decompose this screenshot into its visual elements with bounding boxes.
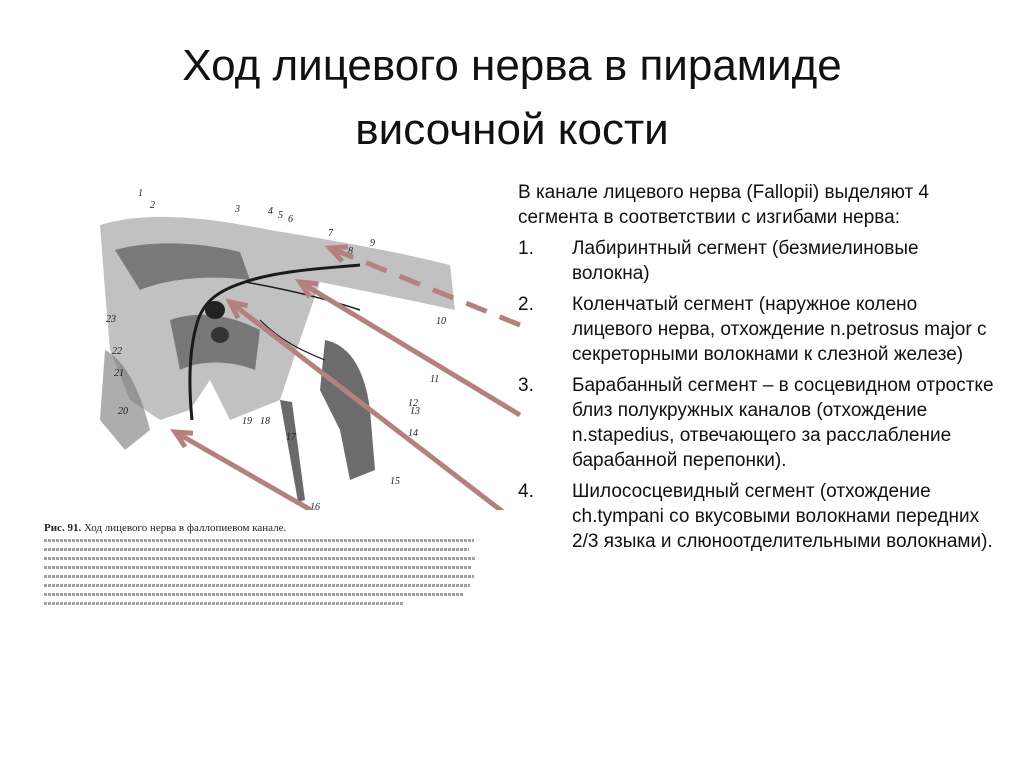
figure-label-23: 23 (106, 314, 116, 325)
guide-arrows (170, 244, 522, 510)
figure-label-1: 1 (138, 188, 143, 199)
segment-number: 2. (518, 294, 534, 315)
figure-caption: Рис. 91. Ход лицевого нерва в фаллопиево… (44, 522, 484, 611)
guide-arrow-3 (228, 300, 505, 510)
figure-label-9: 9 (370, 238, 375, 249)
guide-arrow-head-4 (170, 429, 194, 449)
figure-label-17: 17 (286, 432, 297, 443)
guide-arrow-head-2 (295, 279, 319, 299)
figure-label-22: 22 (112, 346, 122, 357)
figure-label-15: 15 (390, 476, 400, 487)
ossicle-shape (205, 301, 225, 319)
slide-title-line-1: Ход лицевого нерва в пирамиде (182, 41, 842, 90)
segment-item: 3. Барабанный сегмент – в сосцевидном отр… (518, 373, 998, 473)
figure-label-16: 16 (310, 502, 320, 510)
figure-label-20: 20 (118, 406, 128, 417)
guide-arrow-2 (298, 279, 522, 418)
bone-texture-dark (115, 243, 250, 290)
figure-label-4: 4 (268, 206, 273, 217)
figure-label-19: 19 (242, 416, 252, 427)
segment-number: 4. (518, 481, 534, 502)
segment-item: 4. Шилососцевидный сегмент (отхождение c… (518, 479, 998, 554)
slide-title: Ход лицевого нерва в пирамиде височной к… (40, 34, 984, 162)
slide-title-line-2: височной кости (355, 105, 669, 154)
figure-label-18: 18 (260, 416, 270, 427)
nerve-branch-2 (259, 319, 326, 361)
guide-arrow-head-3 (225, 298, 249, 320)
figure-label-21: 21 (114, 368, 124, 379)
figure-label-14: 14 (408, 428, 418, 439)
figure-legend-small-print (44, 539, 484, 605)
guide-arrow-head-1 (324, 244, 349, 264)
carotid-region (320, 340, 375, 480)
segment-item: 2. Коленчатый сегмент (наружное колено ли… (518, 292, 998, 367)
segment-text: Барабанный сегмент – в сосцевидном отрос… (572, 375, 994, 471)
figure-label-11: 11 (430, 374, 439, 385)
segment-item: 1. Лабиринтный сегмент (безмиелиновые вол… (518, 236, 998, 286)
figure-caption-title: Рис. 91. Ход лицевого нерва в фаллопиево… (44, 522, 484, 535)
figure-label-2: 2 (150, 200, 155, 211)
mastoid-region (100, 350, 150, 450)
figure-label-3: 3 (234, 204, 240, 215)
styloid-process (280, 400, 305, 502)
segment-text: Коленчатый сегмент (наружное колено лице… (572, 294, 987, 365)
intro-paragraph: В канале лицевого нерва (Fallopii) выдел… (518, 182, 929, 228)
segment-number: 3. (518, 375, 534, 396)
figure-label-7: 7 (328, 228, 334, 239)
figure-label-10: 10 (436, 316, 446, 327)
segment-text: Лабиринтный сегмент (безмиелиновые волок… (572, 238, 919, 284)
facial-nerve-line (188, 263, 361, 421)
figure-label-5: 5 (278, 210, 283, 221)
segments-list: 1. Лабиринтный сегмент (безмиелиновые вол… (518, 236, 998, 554)
figure-label-6: 6 (288, 214, 293, 225)
guide-arrow-4 (173, 429, 316, 510)
figure-caption-prefix: Рис. 91. (44, 522, 82, 534)
figure-label-12: 12 (408, 398, 418, 409)
segment-text: Шилососцевидный сегмент (отхождение ch.t… (572, 481, 993, 552)
figure-caption-text: Ход лицевого нерва в фаллопиевом канале. (83, 522, 287, 534)
figure-label-8: 8 (348, 246, 353, 257)
content-text: В канале лицевого нерва (Fallopii) выдел… (518, 180, 998, 560)
segment-number: 1. (518, 238, 534, 259)
figure-label-13: 13 (410, 406, 420, 417)
ossicle-shape-2 (211, 327, 229, 343)
